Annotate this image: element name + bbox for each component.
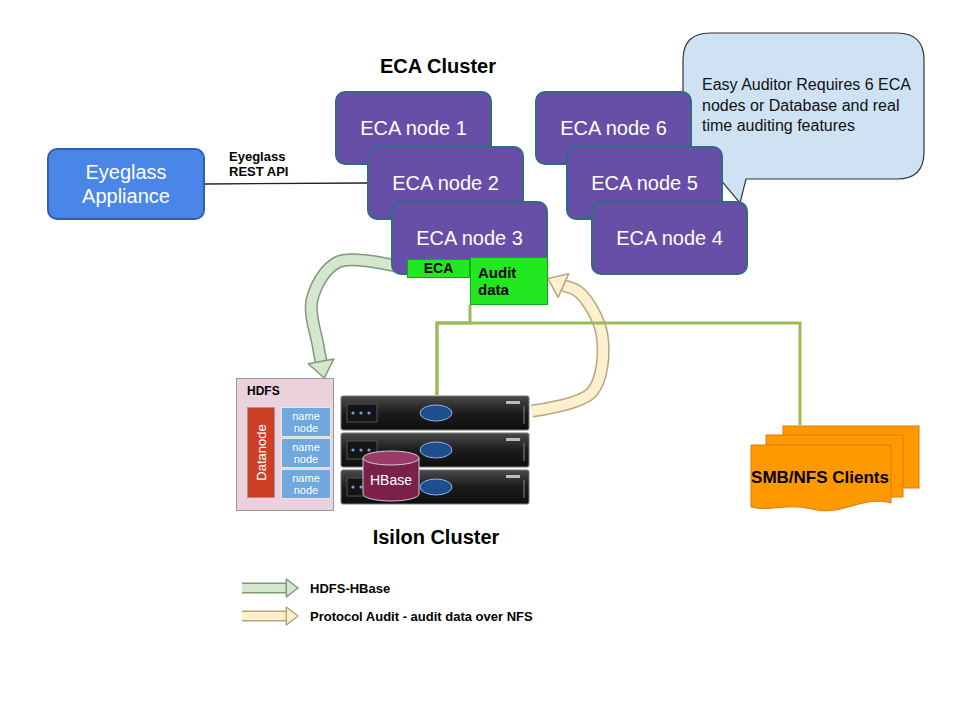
- node-label: HDFS: [247, 384, 280, 398]
- node-label: Datanode: [255, 424, 268, 480]
- eca-node-box: ECA node 4: [591, 201, 748, 275]
- node-label: HBase: [370, 473, 412, 488]
- node-label: name node: [283, 472, 329, 496]
- node-label: name node: [283, 410, 329, 434]
- node-label: ECA node 5: [591, 171, 698, 195]
- server-unit: [341, 396, 529, 430]
- node-label: ECA node 3: [416, 226, 523, 250]
- legend-arrow-sample: [240, 577, 302, 599]
- node-label: ECA node 4: [616, 226, 723, 250]
- hbase-cylinder: HBase: [362, 450, 420, 502]
- datanode-box: Datanode: [247, 407, 275, 498]
- api-line: [205, 183, 367, 184]
- isilon-cluster: Isilon Cluster HBase: [340, 395, 532, 555]
- name-node-box: name node: [281, 438, 331, 468]
- clients-stack: SMB/NFS Clients: [750, 425, 920, 513]
- page-front: [751, 445, 891, 511]
- legend-row: HDFS-HBase: [240, 576, 533, 600]
- legend-row: Protocol Audit - audit data over NFS: [240, 604, 533, 628]
- appliance-box: Eyeglass Appliance: [47, 148, 205, 220]
- node-label: ECA: [424, 261, 454, 276]
- node-label: ECA node 6: [560, 116, 667, 140]
- legend-arrow-sample: [240, 605, 302, 627]
- node-label: Isilon Cluster: [373, 525, 500, 549]
- node-label: Easy Auditor Requires 6 ECA nodes or Dat…: [702, 75, 913, 137]
- legend: HDFS-HBaseProtocol Audit - audit data ov…: [240, 576, 533, 632]
- cylinder-top: [363, 451, 419, 465]
- node-label: name node: [283, 441, 329, 465]
- node-label: Eyeglass Appliance: [55, 160, 197, 208]
- legend-text: Protocol Audit - audit data over NFS: [310, 609, 533, 624]
- legend-text: HDFS-HBase: [310, 581, 390, 596]
- network-line: [437, 305, 470, 395]
- node-label: Audit data: [478, 264, 543, 299]
- cluster-title: ECA Cluster: [338, 55, 538, 78]
- hdfs-box: HDFS Datanode name node name node name node: [236, 378, 334, 511]
- node-label: ECA node 1: [360, 116, 467, 140]
- hdfs-hbase-arrow: [308, 260, 407, 378]
- name-node-box: name node: [281, 407, 331, 437]
- server-unit: [341, 433, 529, 467]
- name-node-box: name node: [281, 469, 331, 499]
- eca-service-box: ECA: [407, 259, 470, 278]
- edge-label: Eyeglass REST API: [227, 150, 305, 180]
- node-label: ECA node 2: [392, 171, 499, 195]
- node-label: SMB/NFS Clients: [751, 468, 889, 488]
- audit-data-box: Audit data: [470, 257, 548, 305]
